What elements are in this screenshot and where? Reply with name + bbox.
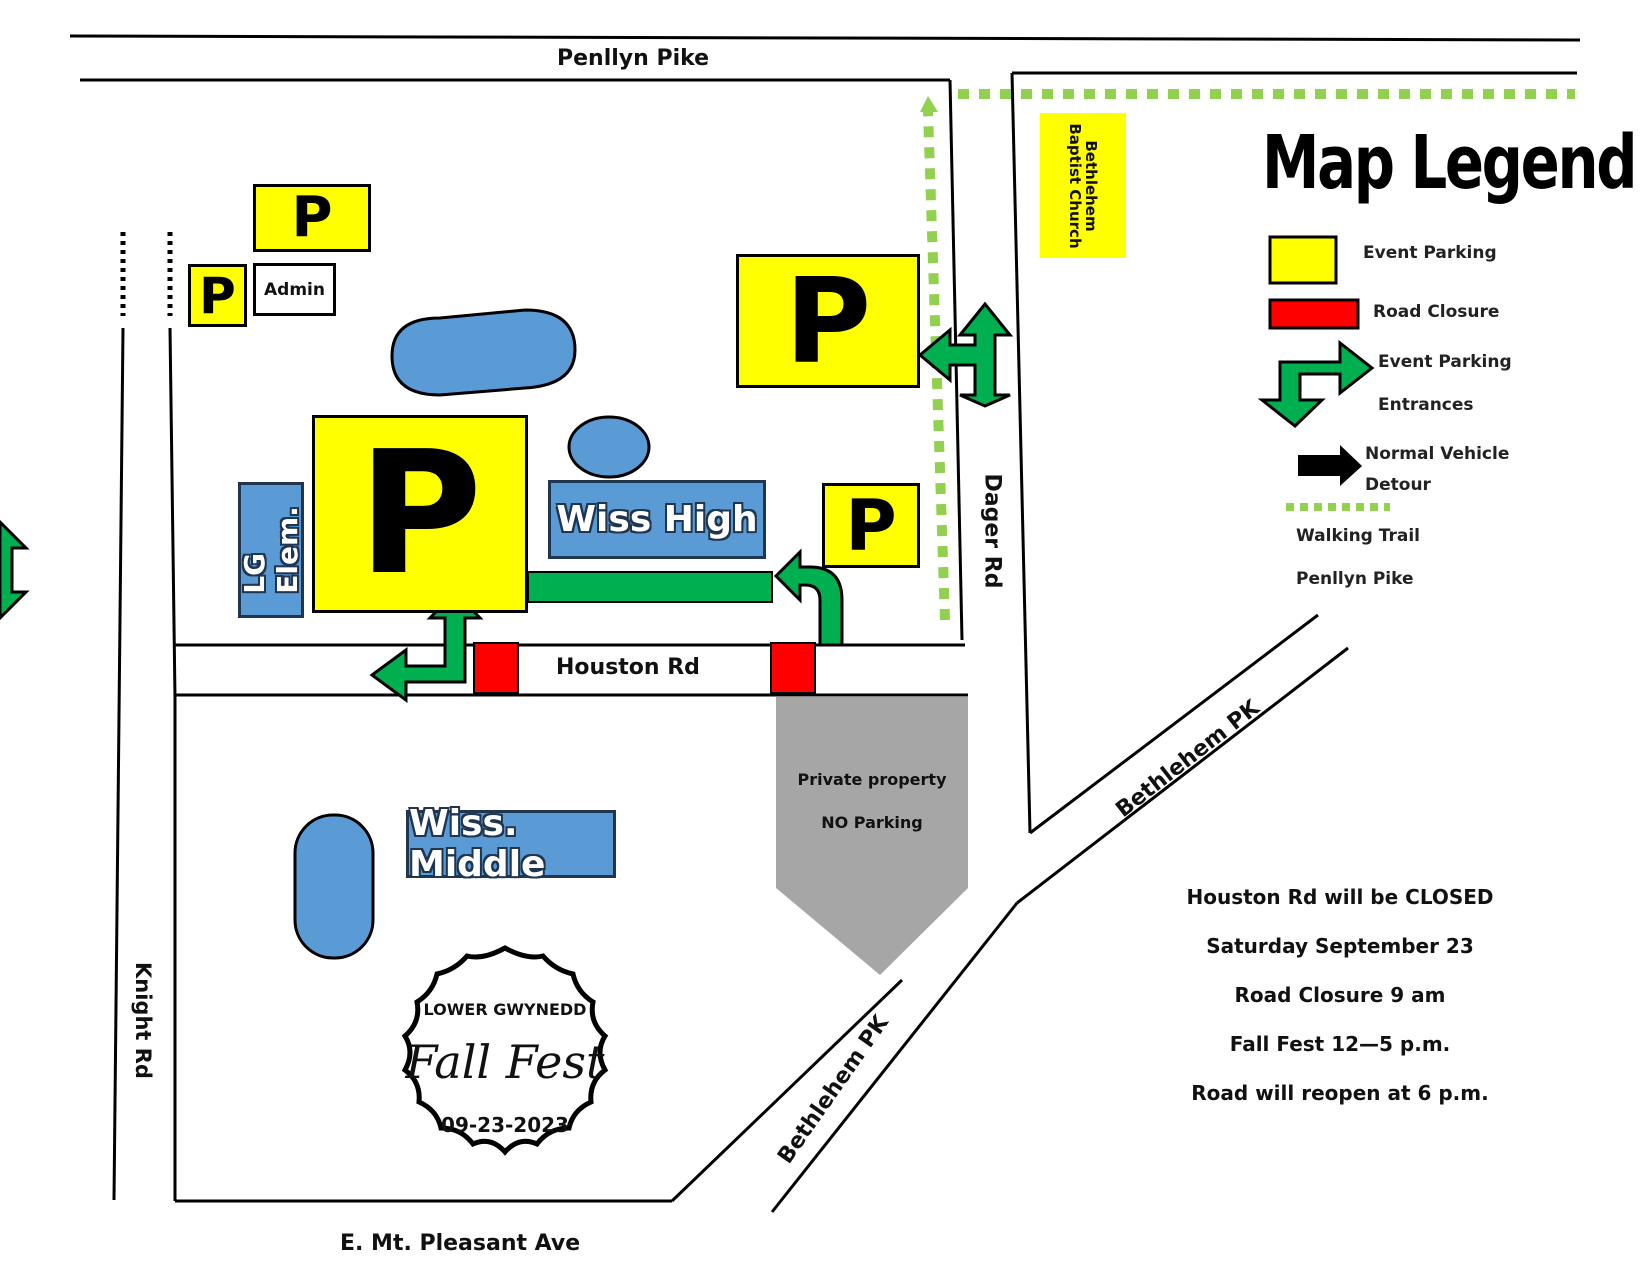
church-label: Bethlehem Baptist Church [1066,113,1100,259]
legend-closure-swatch [1268,298,1360,330]
no-parking-label: NO Parking [821,813,923,832]
legend-walking-trail: Walking Trail [1296,526,1421,546]
building-blob-circle [567,415,651,479]
logo-org: LOWER GWYNEDD [423,1000,587,1019]
legend-penllyn-pike: Penllyn Pike [1296,569,1414,589]
dager-rd-label: Dager Rd [979,473,1005,589]
church-label-line2: Baptist Church [1066,123,1084,249]
church-label-line1: Bethlehem [1082,140,1100,232]
parking-lot-small: P [188,264,247,327]
private-property-label: Private property [797,770,947,789]
entrance-arrow-icon [0,519,30,621]
notice-line-2: Saturday September 23 [1206,934,1474,958]
admin-label: Admin [264,279,325,300]
notice-line-1: Houston Rd will be CLOSED [1186,885,1494,909]
entrance-arrow-icon [1257,339,1375,428]
notice-line-5: Road will reopen at 6 p.m. [1191,1081,1489,1105]
entrance-arrow-icon [917,301,1014,408]
road-closure-west [473,642,519,694]
detour-arrow-icon [1298,445,1362,486]
wiss-middle-building: Wiss. Middle [406,803,616,885]
logo-badge-icon [401,945,609,1156]
building-blob-north [390,308,577,397]
church-building: Bethlehem Baptist Church [1040,113,1126,258]
notice-line-4: Fall Fest 12—5 p.m. [1229,1032,1451,1056]
private-property-area [776,697,968,975]
penllyn-pike-label: Penllyn Pike [557,46,710,71]
legend-title: Map Legend [1262,120,1638,206]
wiss-high-building: Wiss High [548,480,766,559]
entrance-lane [527,571,773,603]
logo-event: Fall Fest [405,1035,605,1089]
road-closure-east [770,642,816,694]
entrance-arrow-icon [773,548,844,647]
logo-date: 09-23-2023 [441,1113,569,1137]
legend-event-parking: Event Parking [1363,243,1497,263]
road-dotted-ends [120,232,173,316]
mt-pleasant-label: E. Mt. Pleasant Ave [340,1231,581,1256]
notice-line-3: Road Closure 9 am [1234,983,1446,1007]
road-lines [69,34,1581,1213]
fall-fest-logo: LOWER GWYNEDD Fall Fest 09-23-2023 [395,940,615,1160]
lg-elem-building: LG Elem. [238,482,304,618]
trail-arrowhead [920,96,938,112]
legend-detour-line2: Detour [1365,475,1431,495]
legend-road-closure: Road Closure [1373,302,1500,322]
parking-lot-main: P [312,415,528,613]
parking-lot-north: P [253,184,371,252]
entrance-arrow-icon [369,589,484,703]
parking-lot-northeast: P [736,254,920,388]
houston-rd-label: Houston Rd [556,655,700,680]
admin-building: Admin [253,263,336,316]
lg-elem-label: LG Elem. [238,506,304,594]
parking-lot-east: P [822,483,920,568]
knight-rd-label: Knight Rd [131,962,155,1079]
building-blob-oval [293,813,375,960]
legend-entrances-line1: Event Parking [1378,352,1512,372]
legend-detour-line1: Normal Vehicle [1365,444,1510,464]
legend-entrances-line2: Entrances [1378,395,1474,415]
legend-parking-swatch [1268,235,1338,285]
